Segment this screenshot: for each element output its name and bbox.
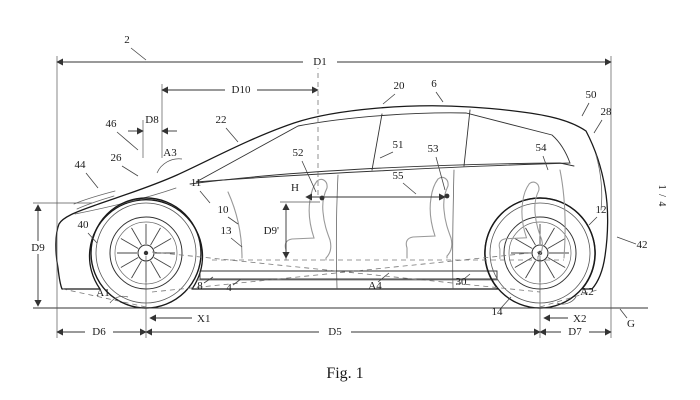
label-a1: A1 — [96, 287, 109, 299]
label-a3: A3 — [163, 147, 177, 159]
dimension-d6: D6 — [56, 325, 147, 338]
ref-label-22: 22 — [216, 114, 227, 126]
label-a4: A4 — [368, 280, 382, 292]
figure-caption: Fig. 1 — [326, 365, 363, 382]
rear-door-line — [452, 169, 455, 289]
ref-label-8: 8 — [197, 280, 203, 292]
label-d1: D1 — [313, 56, 326, 68]
ref-label-11: 11 — [191, 177, 202, 189]
label-mask — [561, 325, 589, 338]
label-x1: X1 — [197, 313, 210, 325]
label-d5: D5 — [328, 326, 342, 338]
dimension-d5: D5 — [145, 325, 541, 338]
dimension-d1: D1 — [56, 55, 612, 68]
ref-label-28: 28 — [601, 106, 613, 118]
cross-line-2 — [151, 251, 541, 293]
dimension-h: H — [291, 182, 446, 201]
c-pillar — [463, 109, 471, 167]
dimension-d10: D10 — [161, 83, 319, 96]
ref-label-44: 44 — [75, 159, 87, 171]
ref-label-51: 51 — [393, 139, 404, 151]
dimension-x2: X2 — [543, 313, 586, 325]
label-mask — [225, 83, 257, 96]
ref-label-10: 10 — [218, 204, 230, 216]
departure-angle-line — [539, 289, 598, 308]
ref-labels: 2 20 6 50 28 22 46 26 44 52 51 53 54 55 … — [75, 34, 648, 318]
label-d8: D8 — [145, 114, 159, 126]
front-door-line — [335, 174, 339, 289]
ref-label-55: 55 — [393, 170, 405, 182]
interior-seats — [62, 169, 598, 308]
dimension-d9: D9 — [23, 204, 53, 307]
ref-label-46: 46 — [106, 118, 118, 130]
middle-h-point — [444, 193, 450, 199]
label-mask — [319, 325, 351, 338]
angle-labels: A3 A1 A2 A4 — [96, 147, 594, 305]
construction-lines — [33, 56, 648, 338]
label-d6: D6 — [92, 326, 106, 338]
label-x2: X2 — [573, 313, 586, 325]
ref-label-54: 54 — [536, 142, 548, 154]
label-d10: D10 — [232, 84, 251, 96]
front-h-point — [319, 195, 325, 201]
label-d7: D7 — [568, 326, 582, 338]
ground-label: G — [619, 308, 635, 330]
firewall-line — [227, 191, 243, 259]
dimension-d8: D8 — [128, 114, 177, 135]
label-d9: D9 — [31, 242, 45, 254]
b-pillar — [371, 113, 383, 171]
ref-label-6: 6 — [431, 78, 437, 90]
label-mask — [85, 325, 113, 338]
ref-label-20: 20 — [394, 80, 406, 92]
ref-label-12: 12 — [596, 204, 607, 216]
ref-label-4: 4 — [226, 282, 232, 294]
ref-label-14: 14 — [492, 306, 504, 318]
ref-label-30: 30 — [456, 276, 468, 288]
ref-label-2: 2 — [124, 34, 130, 46]
sheet-number: 1 / 4 — [656, 185, 667, 208]
ref-label-13: 13 — [221, 225, 233, 237]
label-mask — [303, 55, 337, 68]
label-a2: A2 — [580, 286, 593, 298]
ref-label-40: 40 — [78, 219, 90, 231]
label-g: G — [627, 318, 635, 330]
ref-label-50: 50 — [586, 89, 598, 101]
hood-crease — [74, 187, 177, 215]
label-d9-prime: D9' — [264, 225, 279, 237]
ref-label-26: 26 — [111, 152, 123, 164]
rear-lamp — [595, 154, 603, 211]
label-h: H — [291, 182, 299, 194]
dimension-d9-prime: D9' — [264, 203, 290, 259]
ref-leader-lines — [85, 47, 637, 309]
cargo-line — [559, 169, 566, 259]
rear-seat — [498, 181, 543, 260]
headlamp — [73, 190, 116, 210]
cross-line-1 — [151, 251, 541, 293]
glasshouse — [195, 112, 571, 183]
label-mask — [23, 241, 53, 254]
dimension-d7: D7 — [539, 325, 612, 338]
ref-label-53: 53 — [428, 143, 440, 155]
ref-label-42: 42 — [637, 239, 648, 251]
belt-line — [189, 162, 575, 185]
dimension-x1: X1 — [149, 313, 210, 325]
ref-label-52: 52 — [293, 147, 304, 159]
